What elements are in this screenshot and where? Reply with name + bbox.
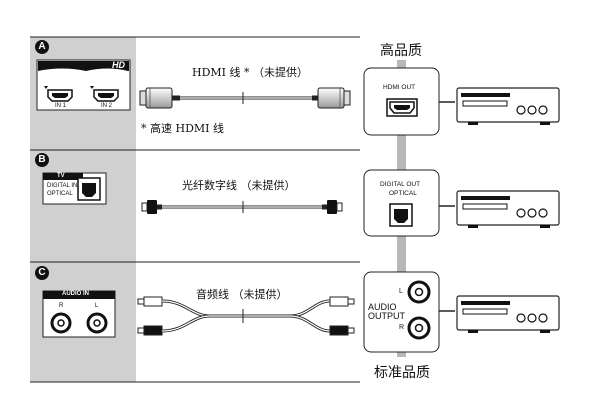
connection-arrows (439, 101, 455, 312)
tv-port-in1-label: IN 1 (55, 103, 67, 109)
tv-panel-b (30, 150, 136, 262)
device-hdmi-out (363, 67, 440, 136)
device-audio-l-label: L (399, 288, 403, 295)
optical-cable-label: 光纤数字线 （未提供） (182, 179, 296, 192)
device-audio-label: AUDIO (368, 302, 397, 312)
badge-a: A (35, 40, 49, 54)
device-audio-r-label: R (399, 324, 405, 331)
audio-cable (137, 296, 355, 336)
optical-cable (141, 200, 343, 214)
tv-audio-r-label: R (59, 303, 64, 309)
tv-port-in2-label: IN 2 (101, 103, 113, 109)
badge-c: C (35, 266, 49, 280)
receiver-b (456, 190, 560, 228)
device-audio-out (363, 271, 440, 353)
tv-hd-logo: HD (112, 60, 125, 70)
tv-audio-in-label: AUDIO IN (62, 291, 89, 297)
receiver-a (456, 87, 560, 125)
device-optical-label: OPTICAL (389, 190, 417, 197)
device-hdmi-out-label: HDMI OUT (383, 84, 416, 91)
badge-b: B (35, 153, 49, 167)
device-output-label: OUTPUT (368, 311, 405, 321)
tv-optical-input (42, 172, 107, 205)
tv-audio-inputs (42, 290, 116, 338)
tv-hdmi-inputs (36, 59, 131, 111)
device-optical-out (363, 169, 440, 237)
tv-tab-label: TV (57, 173, 65, 179)
tv-optical-label: OPTICAL (47, 191, 73, 197)
quality-high-label: 高品质 (380, 43, 422, 59)
audio-cable-label: 音频线 （未提供） (196, 288, 288, 301)
hdmi-footnote: * 高速 HDMI 线 (141, 122, 225, 135)
tv-digital-in-label: DIGITAL IN (47, 183, 78, 189)
quality-standard-label: 标准品质 (374, 365, 430, 381)
receiver-c (456, 295, 560, 333)
tv-audio-l-label: L (95, 303, 99, 309)
device-digital-out-label: DIGITAL OUT (380, 181, 421, 188)
hdmi-cable-label: HDMI 线 * （未提供） (192, 66, 309, 79)
hdmi-cable (139, 87, 351, 109)
